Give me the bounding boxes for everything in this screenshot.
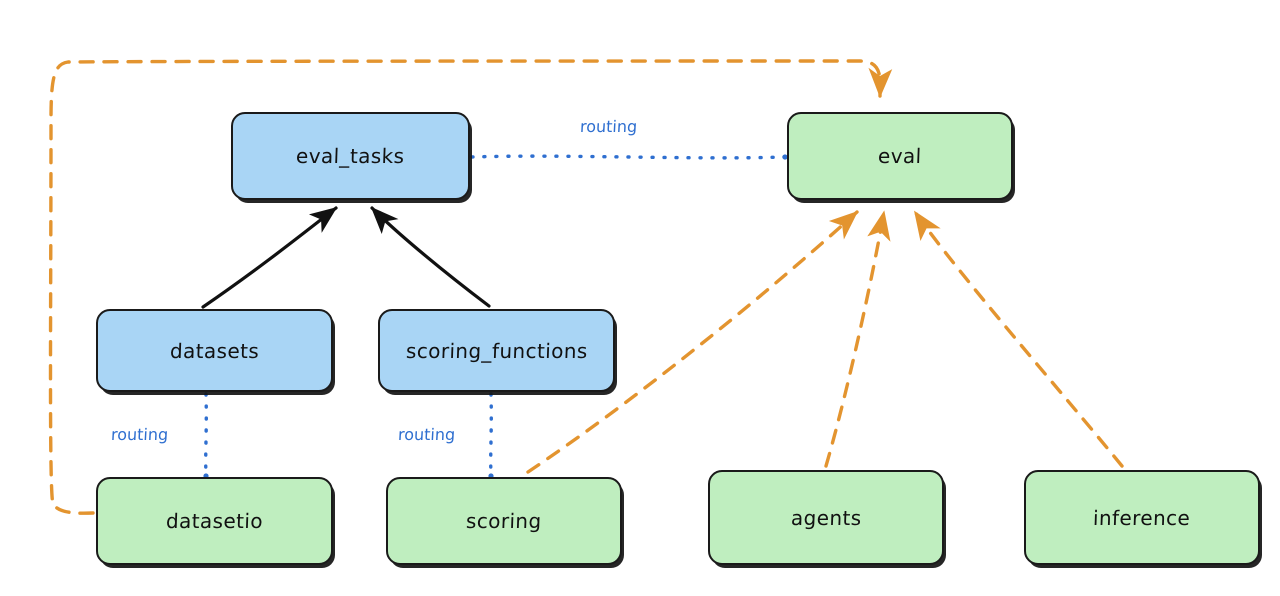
node-datasetio[interactable]: datasetio [96,477,333,565]
node-inference[interactable]: inference [1024,470,1260,565]
edge-label-routing-scoring: routing [397,425,456,444]
edge-label-routing-eval: routing [579,117,638,136]
edge-agents-eval [824,210,891,468]
node-label: scoring_functions [405,338,588,363]
node-label: scoring [465,509,543,533]
edge-label-routing-datasetio: routing [110,425,169,444]
node-label: datasets [169,338,260,363]
node-eval-tasks[interactable]: eval_tasks [231,112,470,200]
node-label: agents [790,505,862,530]
edge-inference-eval [913,210,1124,468]
edge-datasets-eval_tasks [201,206,338,309]
node-eval[interactable]: eval [787,112,1013,200]
node-datasets[interactable]: datasets [96,309,333,392]
edge-datasets-datasetio [203,392,209,479]
edge-scoring_functions-eval_tasks [370,206,491,308]
node-label: eval_tasks [295,144,406,168]
node-scoring-functions[interactable]: scoring_functions [378,309,615,392]
node-label: inference [1092,505,1192,530]
edge-scoring_functions-scoring [488,392,494,479]
node-agents[interactable]: agents [708,470,944,565]
node-scoring[interactable]: scoring [386,477,622,565]
node-label: datasetio [165,509,264,533]
edge-eval_tasks-eval [470,154,788,160]
node-label: eval [877,144,923,168]
